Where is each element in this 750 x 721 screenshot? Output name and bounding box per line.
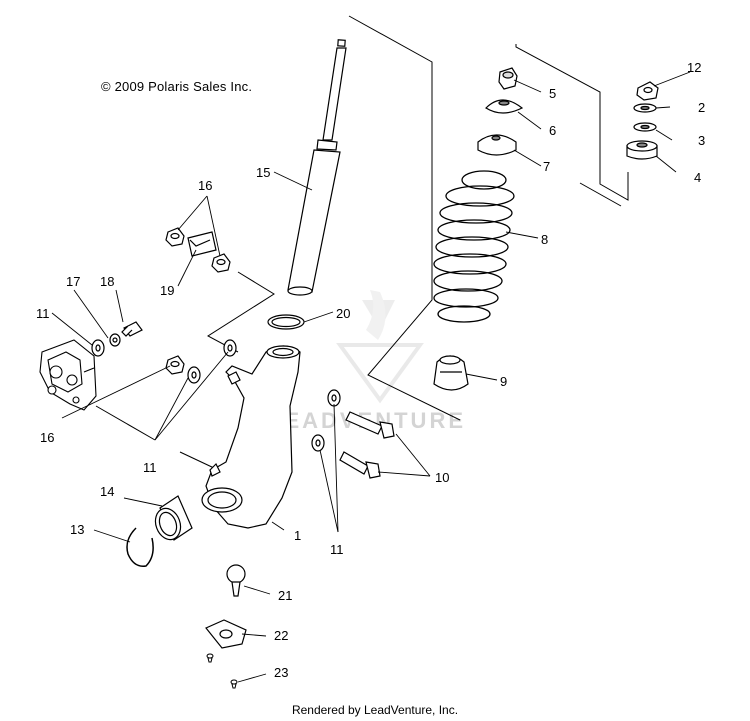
callout-22: 22 [274,628,288,643]
bracket-lines [95,15,629,469]
callout-20: 20 [336,306,350,321]
wheel-bearing [154,495,193,541]
callout-15: 15 [256,165,270,180]
callout-7: 7 [543,159,550,174]
leader-lines [51,71,691,683]
callout-4: 4 [694,170,701,185]
callout-labels: 1 2 3 4 5 6 7 8 9 10 11 11 11 12 13 14 1… [36,60,705,680]
callout-16-bracket: 16 [198,178,212,193]
callout-16-lower: 16 [40,430,54,445]
shock-absorber [287,39,347,296]
render-credit: Rendered by LeadVenture, Inc. [291,703,459,717]
callout-6: 6 [549,123,556,138]
knuckle-bolts [339,411,395,479]
callout-1: 1 [294,528,301,543]
bump-stop [433,355,469,391]
callout-13: 13 [70,522,84,537]
spring-seat [477,134,517,156]
callout-14: 14 [100,484,114,499]
snap-ring [126,527,154,567]
upper-mount-hardware [626,81,659,160]
retainer-plate [205,619,247,649]
spring-cap [485,99,524,114]
washers [91,333,341,452]
callout-11-caliper: 11 [36,306,50,321]
screws [206,653,238,689]
callout-10: 10 [435,470,449,485]
callout-19: 19 [160,283,174,298]
callout-12: 12 [687,60,701,75]
watermark-logo [336,290,424,404]
coil-spring [433,170,515,323]
o-ring [267,314,305,330]
caliper-bolt [121,321,143,337]
callout-11-knuckle: 11 [143,460,157,475]
callout-2: 2 [698,100,705,115]
callout-21: 21 [278,588,292,603]
copyright-text: © 2009 Polaris Sales Inc. [101,79,253,94]
bracket-hardware [165,227,231,375]
callout-11-bolts: 11 [330,542,344,557]
steering-knuckle [201,345,301,529]
callout-18: 18 [100,274,114,289]
callout-17: 17 [66,274,80,289]
callout-23: 23 [274,665,288,680]
callout-5: 5 [549,86,556,101]
callout-9: 9 [500,374,507,389]
callout-8: 8 [541,232,548,247]
top-nut [498,67,518,90]
callout-3: 3 [698,133,705,148]
brake-caliper [39,339,97,411]
ball-joint [226,564,246,597]
